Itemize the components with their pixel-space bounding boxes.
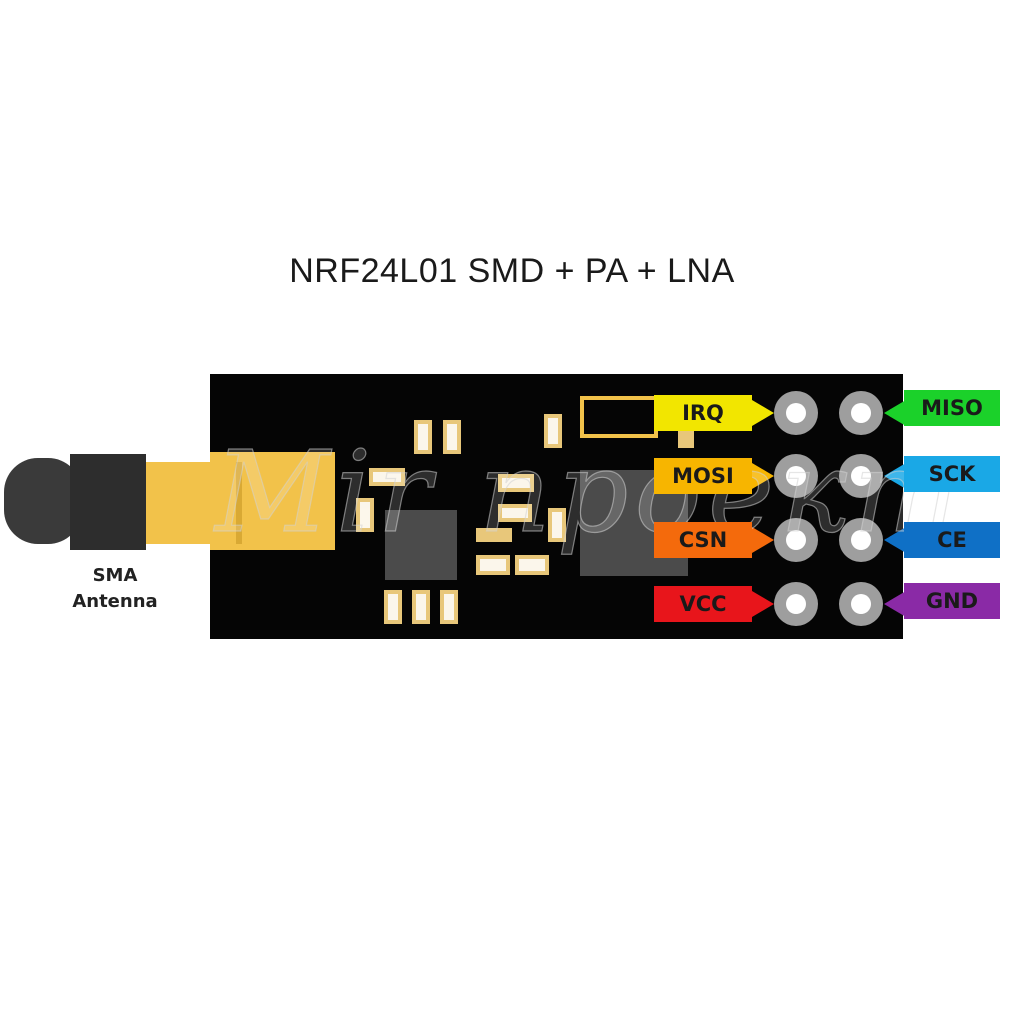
page-title: NRF24L01 SMD + PA + LNA xyxy=(289,252,735,290)
pin-label-csn: CSN xyxy=(654,522,752,558)
sma-connector-base xyxy=(210,452,335,550)
pin-label-gnd: GND xyxy=(904,583,1000,619)
pin-label-mosi: MOSI xyxy=(654,458,752,494)
pin-label-vcc: VCC xyxy=(654,586,752,622)
pin-label-irq: IRQ xyxy=(654,395,752,431)
antenna-label-line1: SMA xyxy=(92,565,138,586)
antenna-label-line2: Antenna xyxy=(72,591,158,612)
pin-label-ce: CE xyxy=(904,522,1000,558)
pin-pads xyxy=(774,391,883,626)
antenna-nut xyxy=(70,454,146,550)
pin-label-miso: MISO xyxy=(904,390,1000,426)
pin-label-sck: SCK xyxy=(904,456,1000,492)
antenna-label: SMA Antenna xyxy=(40,563,190,615)
chip-pa xyxy=(385,510,457,580)
antenna-cap xyxy=(4,458,82,544)
